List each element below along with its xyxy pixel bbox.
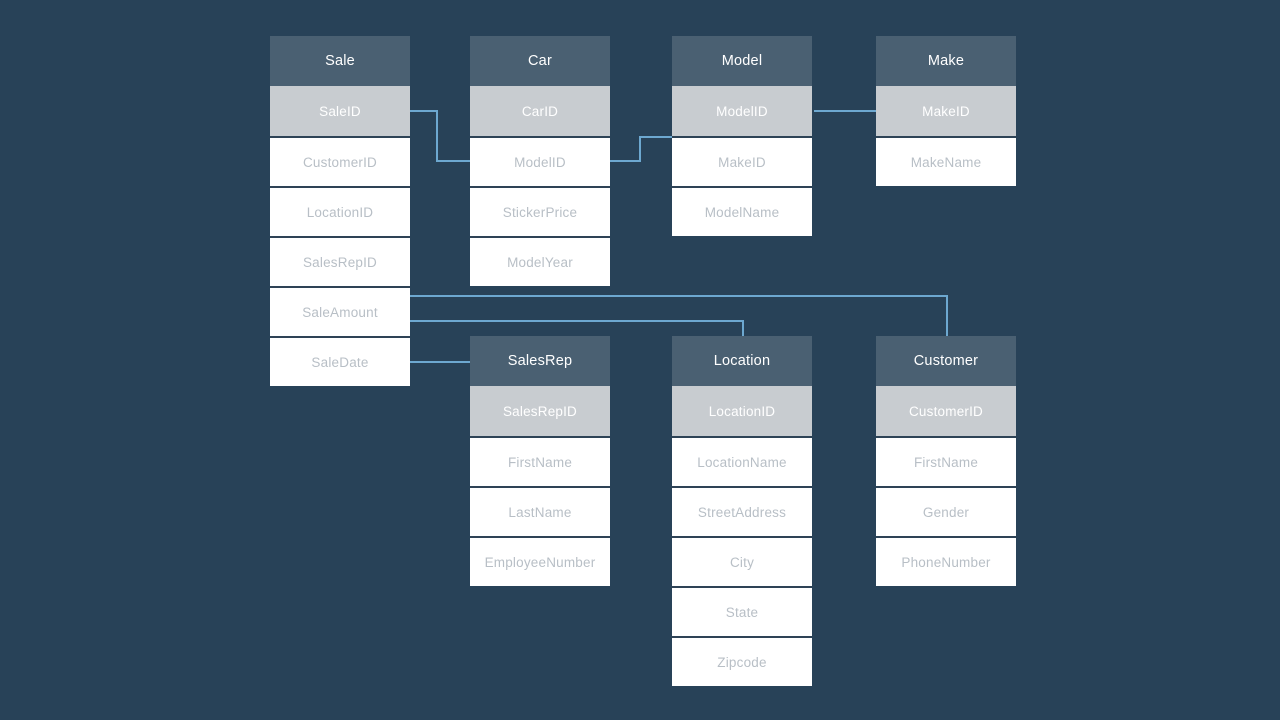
attribute-car-carid[interactable]: CarID bbox=[470, 86, 610, 136]
entity-title-location: Location bbox=[672, 336, 812, 386]
entity-title-car: Car bbox=[470, 36, 610, 86]
attribute-model-modelid[interactable]: ModelID bbox=[672, 86, 812, 136]
attribute-salesrep-employeenumber[interactable]: EmployeeNumber bbox=[470, 536, 610, 586]
attribute-customer-firstname[interactable]: FirstName bbox=[876, 436, 1016, 486]
attribute-salesrep-firstname[interactable]: FirstName bbox=[470, 436, 610, 486]
attribute-customer-gender[interactable]: Gender bbox=[876, 486, 1016, 536]
attribute-sale-saledate[interactable]: SaleDate bbox=[270, 336, 410, 386]
attribute-car-stickerprice[interactable]: StickerPrice bbox=[470, 186, 610, 236]
attribute-model-makeid[interactable]: MakeID bbox=[672, 136, 812, 186]
attribute-sale-saleid[interactable]: SaleID bbox=[270, 86, 410, 136]
attribute-sale-salesrepid[interactable]: SalesRepID bbox=[270, 236, 410, 286]
entity-title-sale: Sale bbox=[270, 36, 410, 86]
attribute-salesrep-salesrepid[interactable]: SalesRepID bbox=[470, 386, 610, 436]
entity-title-salesrep: SalesRep bbox=[470, 336, 610, 386]
relationship-sale-car[interactable] bbox=[410, 110, 470, 162]
attribute-car-modelid[interactable]: ModelID bbox=[470, 136, 610, 186]
attribute-model-modelname[interactable]: ModelName bbox=[672, 186, 812, 236]
attribute-make-makeid[interactable]: MakeID bbox=[876, 86, 1016, 136]
entity-title-make: Make bbox=[876, 36, 1016, 86]
attribute-make-makename[interactable]: MakeName bbox=[876, 136, 1016, 186]
relationship-sale-location[interactable] bbox=[410, 320, 744, 336]
attribute-sale-saleamount[interactable]: SaleAmount bbox=[270, 286, 410, 336]
attribute-sale-locationid[interactable]: LocationID bbox=[270, 186, 410, 236]
attribute-customer-phonenumber[interactable]: PhoneNumber bbox=[876, 536, 1016, 586]
relationship-sale-customer[interactable] bbox=[410, 295, 948, 336]
attribute-car-modelyear[interactable]: ModelYear bbox=[470, 236, 610, 286]
attribute-customer-customerid[interactable]: CustomerID bbox=[876, 386, 1016, 436]
attribute-location-city[interactable]: City bbox=[672, 536, 812, 586]
attribute-location-zipcode[interactable]: Zipcode bbox=[672, 636, 812, 686]
entity-title-model: Model bbox=[672, 36, 812, 86]
attribute-location-state[interactable]: State bbox=[672, 586, 812, 636]
attribute-location-streetaddress[interactable]: StreetAddress bbox=[672, 486, 812, 536]
attribute-salesrep-lastname[interactable]: LastName bbox=[470, 486, 610, 536]
entity-title-customer: Customer bbox=[876, 336, 1016, 386]
relationship-car-model[interactable] bbox=[609, 136, 672, 162]
attribute-sale-customerid[interactable]: CustomerID bbox=[270, 136, 410, 186]
attribute-location-locationname[interactable]: LocationName bbox=[672, 436, 812, 486]
attribute-location-locationid[interactable]: LocationID bbox=[672, 386, 812, 436]
